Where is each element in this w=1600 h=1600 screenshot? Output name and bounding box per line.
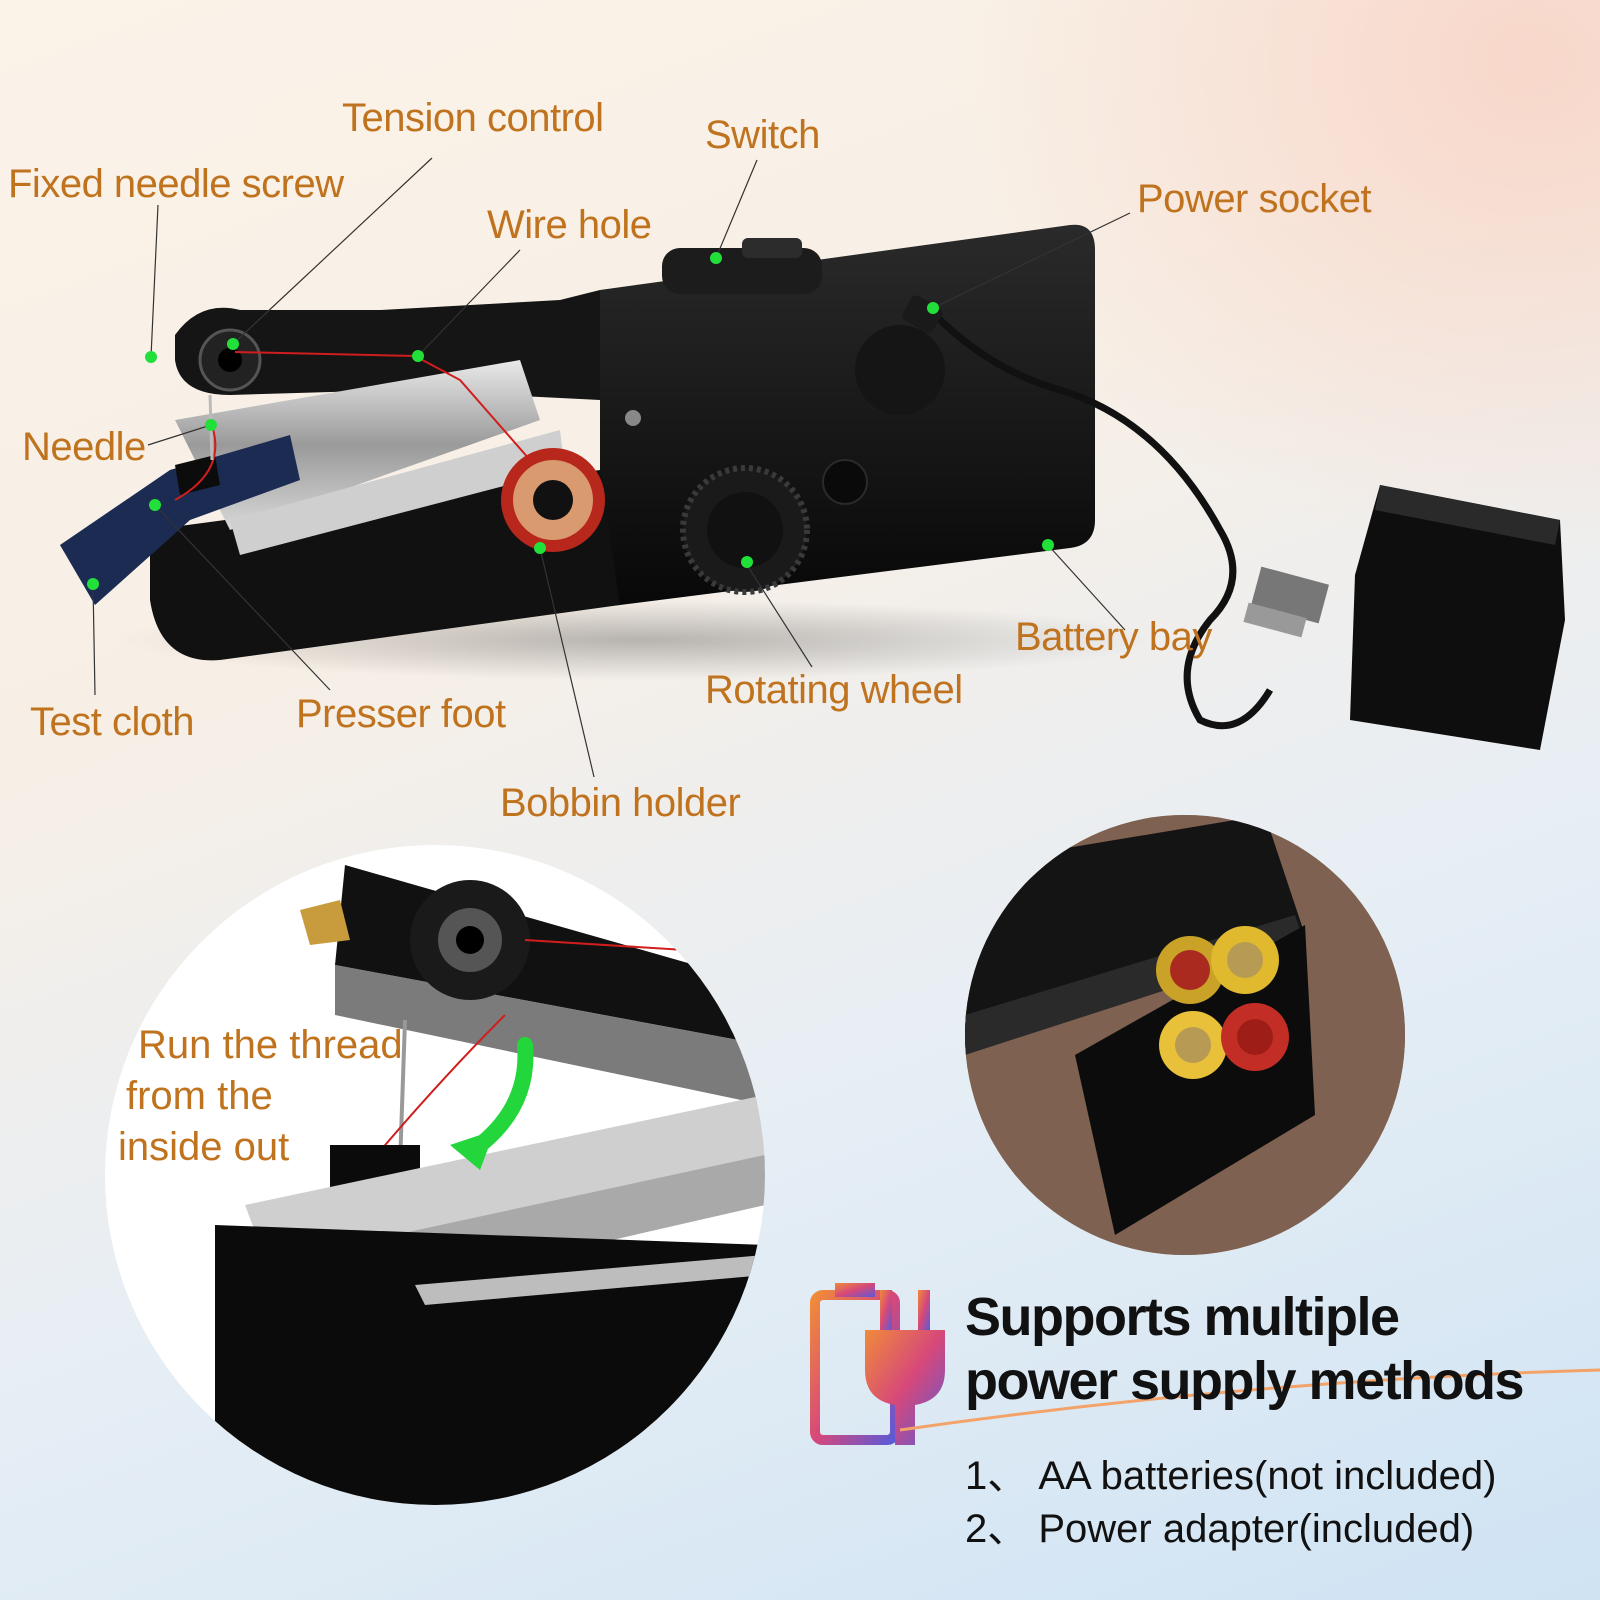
- label-battery-bay: Battery bay: [1015, 615, 1212, 659]
- label-bobbin-holder: Bobbin holder: [500, 781, 741, 825]
- power-headline-line1: Supports multiple: [965, 1287, 1400, 1347]
- label-presser-foot: Presser foot: [296, 692, 506, 736]
- label-power-socket: Power socket: [1137, 177, 1372, 221]
- label-needle: Needle: [22, 425, 146, 469]
- power-adapter: [1350, 485, 1565, 750]
- label-switch: Switch: [705, 113, 820, 157]
- power-method-batteries: 1、 AA batteries(not included): [965, 1454, 1497, 1498]
- battery-closeup: [965, 815, 1405, 1255]
- power-method-adapter: 2、 Power adapter(included): [965, 1507, 1475, 1551]
- threading-closeup: [105, 845, 765, 1505]
- switch-knob: [662, 248, 822, 294]
- label-rotating-wheel: Rotating wheel: [705, 668, 963, 712]
- label-tension-control: Tension control: [342, 96, 604, 140]
- battery-closeup-image: [965, 815, 1405, 1255]
- test-cloth: [60, 435, 300, 605]
- marker-dots: [87, 252, 1054, 590]
- thread-note-line1: Run the thread: [138, 1023, 403, 1067]
- power-headline-line2: power supply methods: [965, 1351, 1525, 1411]
- label-fixed-needle-screw: Fixed needle screw: [8, 162, 344, 206]
- label-wire-hole: Wire hole: [487, 203, 652, 247]
- thread-note-line2: from the: [126, 1074, 273, 1118]
- label-test-cloth: Test cloth: [30, 700, 194, 744]
- threading-closeup-image: [215, 865, 765, 1505]
- thread-note-line3: inside out: [118, 1125, 290, 1169]
- power-headline: Supports multiple power supply methods: [965, 1285, 1525, 1413]
- power-cord: [932, 312, 1274, 730]
